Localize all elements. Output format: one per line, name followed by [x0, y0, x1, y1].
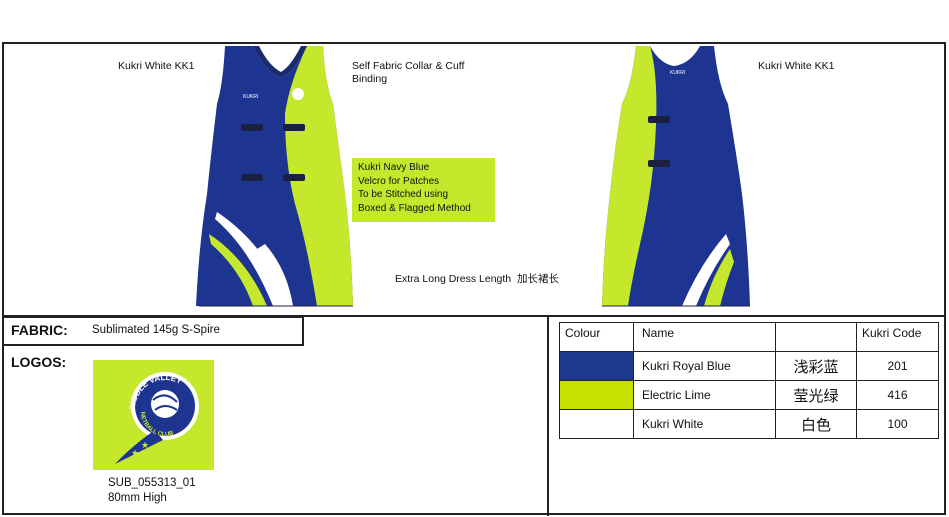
- header-kukri-code: Kukri Code: [856, 322, 939, 352]
- colour-table: Colour Name Kukri Code Kukri Royal Blue …: [559, 322, 939, 439]
- velcro-note-line-4: Boxed & Flagged Method: [358, 202, 471, 214]
- colour-name-chinese: 莹光绿: [775, 380, 857, 410]
- colour-name: Kukri Royal Blue: [633, 351, 776, 381]
- logo-code: SUB_055313_01: [108, 477, 196, 489]
- logos-label: LOGOS:: [11, 354, 67, 370]
- kukri-white-label-left: Kukri White KK1: [118, 60, 195, 72]
- table-row: Kukri Royal Blue 浅彩蓝 201: [559, 351, 939, 381]
- table-row: Electric Lime 莹光绿 416: [559, 380, 939, 410]
- header-colour: Colour: [559, 322, 634, 352]
- collar-binding-label-1: Self Fabric Collar & Cuff: [352, 60, 465, 72]
- colour-name: Electric Lime: [633, 380, 776, 410]
- colour-code: 416: [856, 380, 939, 410]
- fabric-value: Sublimated 145g S-Spire: [92, 324, 220, 336]
- collar-binding-label-2: Binding: [352, 73, 388, 85]
- svg-text:KUKRI: KUKRI: [243, 94, 258, 100]
- header-blank: [775, 322, 857, 352]
- velcro-note-line-2: Velcro for Patches: [358, 175, 440, 187]
- dress-length-label: Extra Long Dress Length 加长裙长: [395, 273, 559, 285]
- front-dress-illustration: KUKRI: [196, 46, 353, 307]
- section-divider: [2, 315, 946, 317]
- column-divider: [547, 316, 549, 516]
- svg-text:★: ★: [131, 448, 139, 458]
- velcro-note-line-1: Kukri Navy Blue: [358, 162, 430, 173]
- colour-swatch: [559, 351, 634, 381]
- colour-table-header: Colour Name Kukri Code: [559, 322, 939, 352]
- fabric-label: FABRIC:: [11, 322, 68, 338]
- velcro-note: Kukri Navy Blue Velcro for Patches To be…: [352, 158, 495, 222]
- colour-swatch: [559, 409, 634, 439]
- kukri-white-label-right: Kukri White KK1: [758, 60, 835, 72]
- table-row: Kukri White 白色 100: [559, 409, 939, 439]
- velcro-note-line-3: To be Stitched using: [358, 189, 449, 200]
- svg-text:★: ★: [141, 440, 149, 450]
- colour-code: 201: [856, 351, 939, 381]
- fabric-box: [2, 316, 304, 346]
- logo-size: 80mm High: [108, 492, 167, 504]
- colour-swatch: [559, 380, 634, 410]
- spec-sheet-frame: [2, 42, 946, 515]
- colour-name-chinese: 浅彩蓝: [775, 351, 857, 381]
- svg-text:KUKRI: KUKRI: [670, 70, 685, 76]
- colour-name-chinese: 白色: [775, 409, 857, 439]
- logo-spec: SUB_055313_01 80mm High: [108, 476, 196, 506]
- ribble-valley-logo-icon: ★ ★ RIBBLE VALLEY NETBALL CLUB: [115, 372, 199, 464]
- back-dress-illustration: KUKRI: [602, 46, 750, 307]
- header-name: Name: [633, 322, 776, 352]
- colour-code: 100: [856, 409, 939, 439]
- club-logo: ★ ★ RIBBLE VALLEY NETBALL CLUB: [93, 360, 214, 470]
- colour-name: Kukri White: [633, 409, 776, 439]
